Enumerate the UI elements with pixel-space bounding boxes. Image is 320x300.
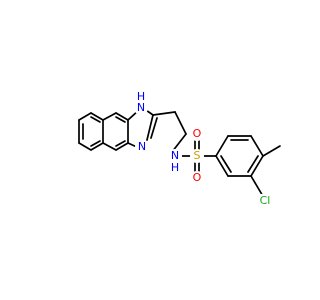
label-bg (168, 149, 182, 163)
double-bond-inner (115, 140, 126, 147)
bond (115, 112, 129, 121)
label-bg (134, 101, 148, 115)
left-benzene-ring (78, 112, 104, 151)
structure-svg: N H N N H S O O Cl (78, 90, 281, 207)
bond (146, 114, 154, 141)
bond (215, 155, 229, 177)
atom-s: S (194, 149, 201, 162)
label-bg (135, 140, 149, 154)
bond (102, 142, 117, 151)
bond (215, 135, 229, 157)
right-benzene-ring (215, 135, 264, 177)
label-bg (190, 171, 204, 185)
bond (250, 155, 264, 177)
bond (90, 112, 104, 121)
middle-benzene-ring (102, 112, 129, 151)
atom-n-imine: N (138, 140, 146, 153)
label-bg (190, 149, 204, 163)
bond (78, 142, 92, 151)
bond (152, 111, 176, 116)
double-bond-inner (115, 116, 126, 123)
label-bg (258, 194, 273, 206)
bond (174, 111, 187, 135)
methyl-bond (262, 145, 281, 157)
label-bg (190, 127, 204, 141)
bond (250, 135, 264, 157)
double-bond-inner (90, 140, 101, 147)
double-bond-inner (150, 117, 158, 139)
atom-cl: Cl (260, 194, 271, 207)
atom-labels: N H N N H S O O Cl (134, 90, 273, 207)
bond (171, 133, 187, 153)
bond (115, 142, 129, 151)
double-bond-inner (90, 116, 101, 123)
atom-h-ring: H (137, 90, 145, 103)
bond (90, 142, 104, 151)
propyl-chain (152, 111, 187, 153)
double-bond-inner (247, 155, 259, 173)
atom-o-top: O (193, 127, 202, 140)
atom-n-ring: N (137, 101, 145, 114)
atom-n-sulfonamide: N (171, 149, 179, 162)
atom-o-bottom: O (193, 171, 202, 184)
bond (78, 112, 92, 121)
molecule-diagram: N H N N H S O O Cl (78, 90, 281, 207)
double-bond-inner (220, 155, 232, 173)
atom-h-sulfonamide: H (171, 161, 179, 174)
bond (102, 112, 117, 121)
